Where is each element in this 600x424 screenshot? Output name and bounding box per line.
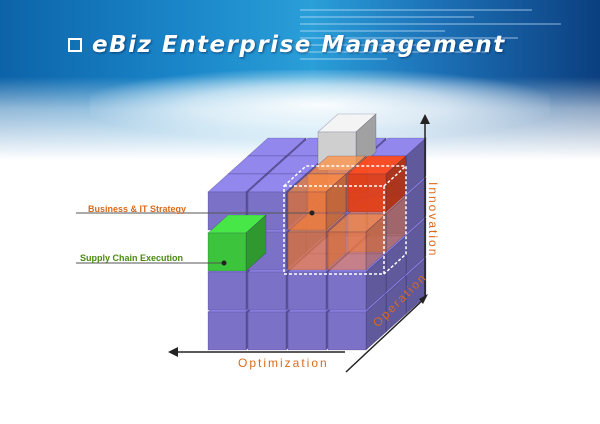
grid-cube-front [247,311,287,351]
operation-axis [345,297,426,373]
orange-cube-front [287,231,327,271]
green-cube [207,214,267,272]
innovation-axis-label: Innovation [426,182,440,258]
optimization-axis-arrow-icon [168,347,178,357]
highlight-cubes [207,155,407,272]
business-it-strategy-label: Business & IT Strategy [88,204,187,214]
grid-cube-front [287,271,327,311]
optimization-axis-label: Optimization [238,356,329,370]
strategy-marker-dot [309,210,315,216]
grid-cube-front [287,311,327,351]
banner-decoration [300,4,590,84]
grid-cube-front [247,271,287,311]
selection-box-back [283,165,407,275]
supply-chain-execution-label: Supply Chain Execution [80,253,184,263]
green-cube-front [207,232,247,272]
checkbox-square-icon [68,38,82,52]
orange-cube [327,213,387,271]
banner-glow [90,70,550,140]
selection-box-front [283,185,385,275]
operation-axis-arrow-icon [419,294,428,304]
grid-cube-front [327,311,367,351]
scm-marker-dot [221,260,227,266]
innovation-axis-arrow-icon [420,114,430,124]
header-banner [0,0,600,160]
orange-cube-front [287,191,327,231]
grid-cube-front [207,311,247,351]
red-cube [347,155,407,213]
red-cube-front [347,173,387,213]
page-title: eBiz Enterprise Management [92,32,506,58]
grid-cube-front [327,271,367,311]
grid-cube-front [207,271,247,311]
orange-cube-front [327,231,367,271]
orange-cube [287,173,347,231]
